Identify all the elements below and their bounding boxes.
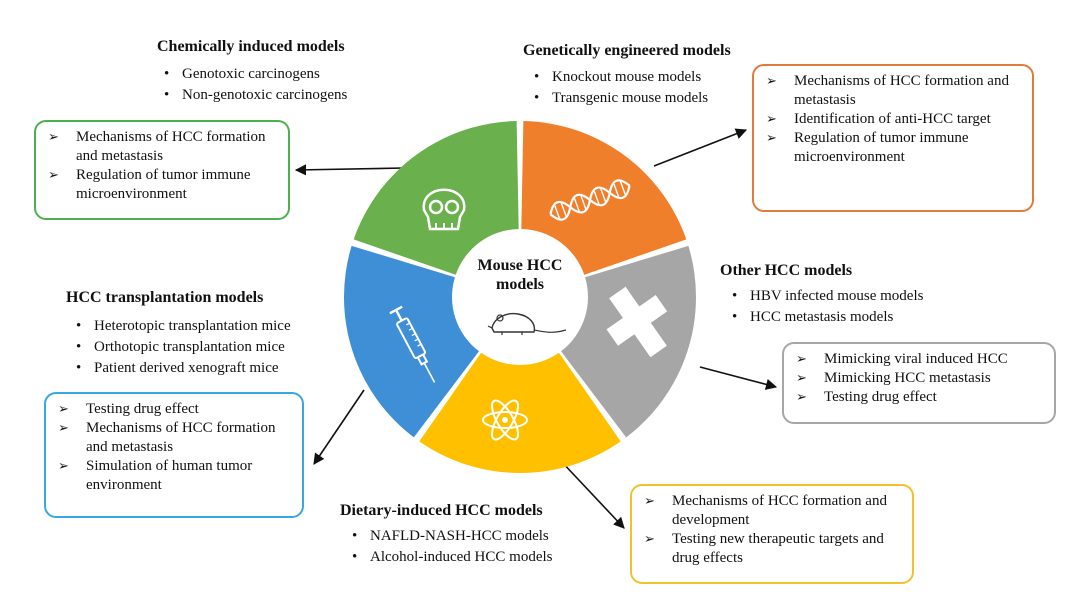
genetic-heading: Genetically engineered models (523, 42, 731, 59)
center-hub (454, 231, 586, 363)
application-item: Simulation of human tumor environment (56, 457, 292, 495)
ring-segment-chemical (353, 121, 519, 275)
arrow-other (699, 366, 778, 390)
application-item: Mimicking viral induced HCC (794, 350, 1044, 369)
dietary-applications-box: Mechanisms of HCC formation and developm… (630, 484, 914, 584)
list-item: Genotoxic carcinogens (160, 64, 347, 85)
application-item: Regulation of tumor immune microenvironm… (764, 129, 1022, 167)
arrow-genetic (653, 128, 748, 167)
mouse-icon (487, 312, 567, 335)
list-item: Orthotopic transplantation mice (72, 337, 291, 358)
genetic-applications-box: Mechanisms of HCC formation and metastas… (752, 64, 1034, 212)
center-title: Mouse HCC models (477, 257, 563, 293)
application-item: Mimicking HCC metastasis (794, 369, 1044, 388)
syringe-icon (389, 305, 436, 383)
other-applications-box: Mimicking viral induced HCC Mimicking HC… (782, 342, 1056, 424)
arrow-dietary (559, 459, 625, 529)
atom-icon (482, 399, 528, 441)
list-item: Transgenic mouse models (530, 88, 708, 109)
list-item: Alcohol-induced HCC models (348, 547, 552, 568)
cross-icon (606, 286, 668, 358)
other-items: HBV infected mouse models HCC metastasis… (728, 286, 923, 328)
application-item: Regulation of tumor immune microenvironm… (46, 166, 278, 204)
list-item: Patient derived xenograft mice (72, 358, 291, 379)
application-item: Mechanisms of HCC formation and developm… (642, 492, 902, 530)
application-item: Identification of anti-HCC target (764, 110, 1022, 129)
connector-arrows (294, 128, 778, 529)
ring-segment-other (561, 245, 696, 438)
application-item: Testing new therapeutic targets and drug… (642, 530, 902, 568)
list-item: HCC metastasis models (728, 307, 923, 328)
chemical-applications-box: Mechanisms of HCC formation and metastas… (34, 120, 290, 220)
transplant-items: Heterotopic transplantation mice Orthoto… (72, 316, 291, 379)
transplant-heading: HCC transplantation models (66, 289, 264, 306)
arrow-transplant (313, 389, 365, 465)
other-heading: Other HCC models (720, 262, 853, 279)
transplant-applications-box: Testing drug effect Mechanisms of HCC fo… (44, 392, 304, 518)
ring-segment-dietary (419, 352, 621, 473)
application-item: Testing drug effect (794, 388, 1044, 407)
chemical-heading: Chemically induced models (157, 38, 345, 55)
genetic-items: Knockout mouse models Transgenic mouse m… (530, 67, 708, 109)
list-item: NAFLD-NASH-HCC models (348, 526, 552, 547)
arrow-chemical (294, 164, 405, 176)
list-item: Heterotopic transplantation mice (72, 316, 291, 337)
application-item: Mechanisms of HCC formation and metastas… (56, 419, 292, 457)
skull-icon (422, 188, 466, 231)
list-item: Knockout mouse models (530, 67, 708, 88)
list-item: Non-genotoxic carcinogens (160, 85, 347, 106)
chemical-items: Genotoxic carcinogens Non-genotoxic carc… (160, 64, 347, 106)
application-item: Mechanisms of HCC formation and metastas… (764, 72, 1022, 110)
dietary-heading: Dietary-induced HCC models (340, 502, 543, 519)
application-item: Testing drug effect (56, 400, 292, 419)
dna-icon (549, 179, 631, 221)
application-item: Mechanisms of HCC formation and metastas… (46, 128, 278, 166)
dietary-items: NAFLD-NASH-HCC models Alcohol-induced HC… (348, 526, 552, 568)
list-item: HBV infected mouse models (728, 286, 923, 307)
ring-segment-transplant (343, 245, 479, 438)
